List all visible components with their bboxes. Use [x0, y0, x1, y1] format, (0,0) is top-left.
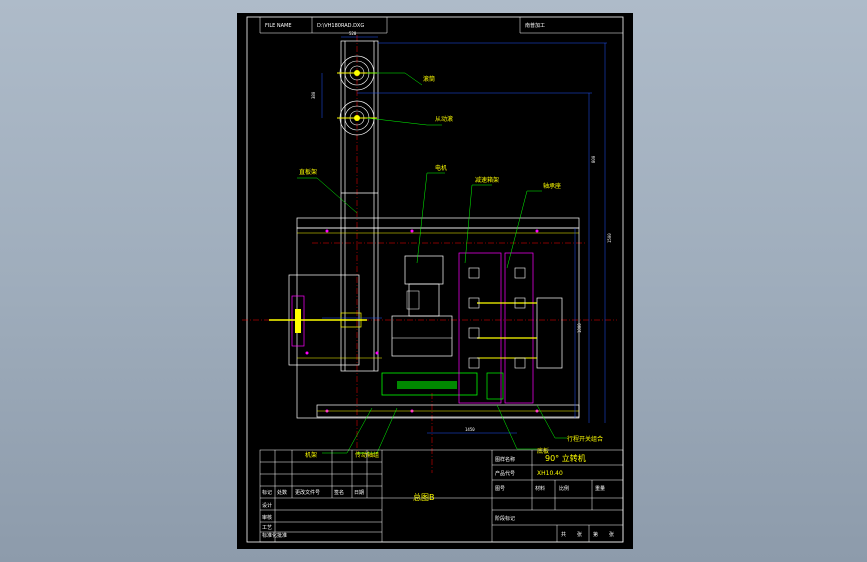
page-label: 第 — [593, 531, 598, 538]
leader-lines — [297, 72, 567, 454]
dim-bottom-width: 1450 — [465, 427, 475, 432]
callout-drum-1: 滚筒 — [423, 75, 435, 83]
mid-label-1: 图号 — [495, 486, 505, 492]
cad-drawing[interactable]: FILE NAME D:\VH180RAD.DXG 南普加工 — [237, 13, 633, 549]
center-lines — [242, 35, 617, 473]
col-signature: 签名 — [334, 489, 344, 496]
product-code-label: 产品代号 — [495, 470, 515, 477]
callout-frame: 机架 — [305, 451, 317, 459]
callout-drum-2: 从动滚 — [435, 115, 453, 123]
col-change-doc: 更改文件号 — [295, 489, 320, 496]
dimension-lines — [321, 36, 607, 434]
callout-travel-switch: 行程开关组合 — [567, 435, 603, 443]
company-name: 南普加工 — [525, 22, 545, 29]
row-design: 设计 — [262, 502, 272, 509]
sheet-total-of: 张 — [577, 531, 582, 538]
dim-drum-pitch: 380 — [311, 91, 316, 99]
drum-lower — [337, 100, 377, 136]
rail-highlights — [297, 232, 579, 412]
col-date: 日期 — [354, 490, 364, 496]
row-standard: 标准化 — [262, 532, 277, 539]
product-code: XH10.40 — [537, 470, 563, 477]
dim-height-right: 1000 — [577, 323, 582, 333]
dim-height-inner: 800 — [591, 155, 596, 163]
main-title: 总图B — [413, 492, 435, 502]
gear-box — [381, 252, 563, 404]
dim-height-main: 1500 — [607, 233, 612, 243]
file-name-label: FILE NAME — [265, 23, 292, 29]
mid-label-2: 材料 — [535, 485, 545, 492]
callout-base: 底板 — [537, 447, 549, 455]
row-approve: 批准 — [277, 532, 287, 539]
page-of: 张 — [609, 531, 614, 538]
inner-border — [246, 16, 624, 543]
motor — [391, 255, 453, 357]
callout-side-plate: 直板架 — [299, 168, 317, 176]
conveyor-column — [340, 40, 379, 372]
mid-label-3: 比例 — [559, 485, 569, 492]
row-process: 工艺 — [262, 525, 272, 531]
file-path: D:\VH180RAD.DXG — [317, 23, 364, 29]
sheet-total-label: 共 — [561, 531, 566, 538]
left-drive — [269, 295, 367, 347]
col-mark: 标记 — [262, 489, 272, 496]
mid-label-4: 重量 — [595, 485, 605, 492]
col-count: 处数 — [277, 489, 287, 496]
stage-label: 阶段标记 — [495, 515, 515, 522]
row-check: 审核 — [262, 514, 272, 521]
drawing-name: 90° 立转机 — [545, 453, 586, 463]
dim-top-width: 520 — [349, 31, 357, 36]
drawing-name-label: 图样名称 — [495, 456, 515, 463]
callout-bearing-seat: 轴承座 — [543, 182, 561, 190]
header-strip: FILE NAME D:\VH180RAD.DXG 南普加工 — [259, 17, 623, 34]
callout-motor: 电机 — [435, 164, 447, 172]
callout-reducer: 减速箱架 — [475, 176, 499, 184]
drawing-sheet: FILE NAME D:\VH180RAD.DXG 南普加工 — [237, 13, 633, 549]
title-block — [259, 449, 624, 543]
